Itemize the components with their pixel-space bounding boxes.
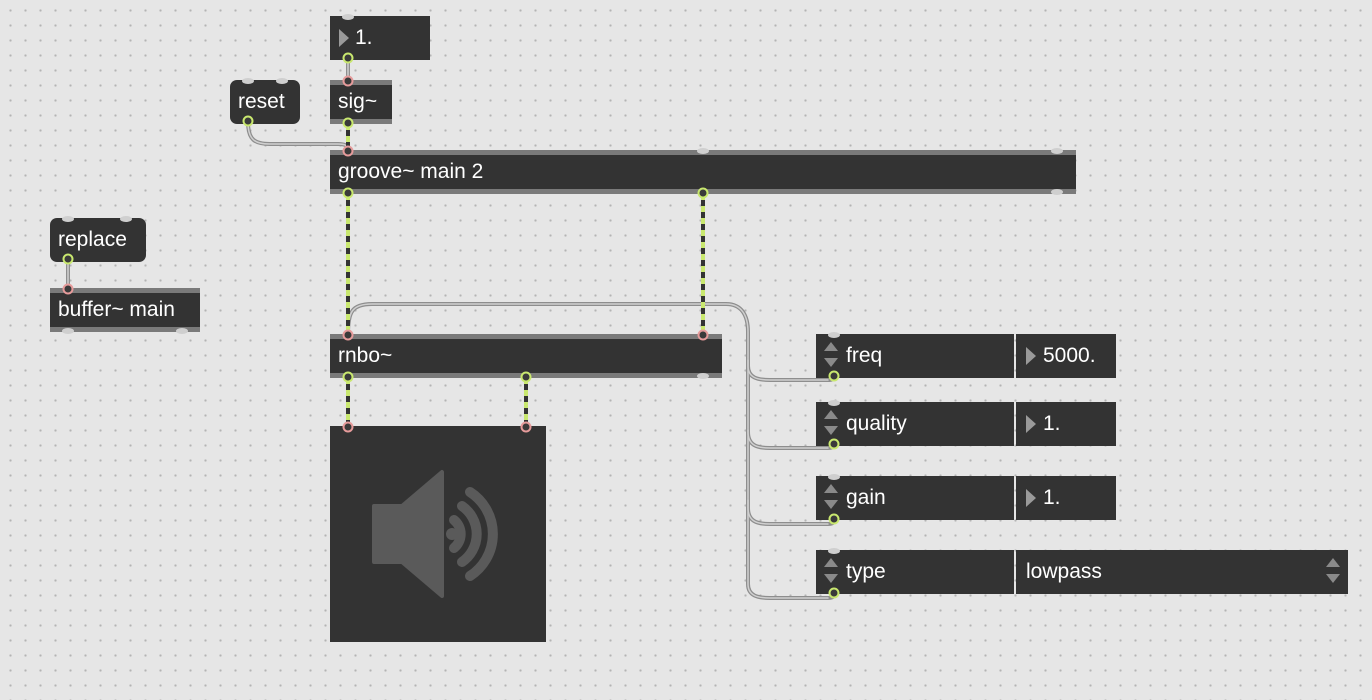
replace-message[interactable]: replace	[50, 218, 146, 262]
number-box-value: 1.	[355, 26, 373, 49]
groove-object[interactable]: groove~ main 2	[330, 150, 1076, 194]
attrui-quality-value[interactable]: 1.	[1016, 402, 1116, 446]
attrui-quality-name[interactable]: quality	[816, 402, 1014, 446]
attrui-quality[interactable]: quality 1.	[816, 402, 1116, 446]
attrui-type-menu[interactable]: lowpass	[1016, 550, 1348, 594]
reset-message[interactable]: reset	[230, 80, 300, 124]
stepper-arrows-icon	[824, 484, 838, 512]
speaker-icon	[372, 470, 498, 598]
stepper-arrows-icon	[824, 558, 838, 586]
rnbo-object[interactable]: rnbo~	[330, 334, 722, 378]
menu-arrows-icon	[1326, 558, 1340, 586]
stepper-arrows-icon	[824, 342, 838, 370]
replace-message-label: replace	[58, 228, 127, 251]
number-triangle-icon	[339, 29, 349, 47]
ezdac-speaker[interactable]	[330, 426, 546, 642]
attrui-type[interactable]: type lowpass	[816, 550, 1348, 594]
cord-reset-to-groove	[246, 120, 350, 152]
sig-object-label: sig~	[338, 90, 378, 113]
attrui-freq[interactable]: freq 5000.	[816, 334, 1116, 378]
attrui-type-name[interactable]: type	[816, 550, 1014, 594]
attrui-gain-name[interactable]: gain	[816, 476, 1014, 520]
number-triangle-icon	[1026, 489, 1036, 507]
stepper-arrows-icon	[824, 410, 838, 438]
rnbo-object-label: rnbo~	[338, 344, 393, 367]
attrui-freq-name[interactable]: freq	[816, 334, 1014, 378]
attrui-freq-value[interactable]: 5000.	[1016, 334, 1116, 378]
buffer-object-label: buffer~ main	[58, 298, 175, 321]
sig-object[interactable]: sig~	[330, 80, 392, 124]
buffer-object[interactable]: buffer~ main	[50, 288, 200, 332]
number-box[interactable]: 1.	[330, 16, 430, 60]
attrui-gain[interactable]: gain 1.	[816, 476, 1116, 520]
reset-message-label: reset	[238, 90, 285, 113]
groove-object-label: groove~ main 2	[338, 160, 484, 183]
attrui-gain-value[interactable]: 1.	[1016, 476, 1116, 520]
number-triangle-icon	[1026, 347, 1036, 365]
number-triangle-icon	[1026, 415, 1036, 433]
